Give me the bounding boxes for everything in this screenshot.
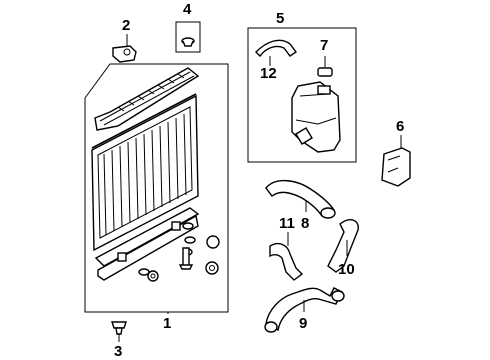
radiator-cap [181, 37, 195, 47]
callout-12: 12 [260, 65, 277, 82]
callout-6: 6 [396, 118, 404, 135]
callout-1: 1 [163, 315, 171, 332]
reservoir-tank [291, 81, 341, 153]
small-hose-11 [269, 242, 304, 281]
upper-radiator-hose [265, 180, 336, 219]
callout-9: 9 [299, 315, 307, 332]
reservoir-hose [255, 39, 298, 58]
callout-8: 8 [301, 215, 309, 232]
hose-10 [327, 219, 359, 273]
callout-2: 2 [122, 17, 130, 34]
callout-11: 11 [279, 215, 295, 232]
part-4-box [175, 21, 201, 53]
reservoir-cap [317, 67, 333, 77]
radiator-lower-tank [94, 207, 200, 281]
mounting-bracket [381, 147, 411, 187]
lower-radiator-hose [264, 287, 345, 333]
push-clip [111, 321, 127, 335]
radiator-core [91, 93, 199, 252]
radiator-small-parts [138, 222, 220, 282]
radiator-upper-tank [94, 67, 200, 131]
callout-3: 3 [114, 343, 122, 360]
callout-5: 5 [276, 10, 284, 27]
callout-10: 10 [338, 261, 355, 278]
reservoir-group-box [247, 27, 357, 163]
callout-7: 7 [320, 37, 328, 54]
radiator-assembly-frame [84, 63, 229, 313]
callout-4: 4 [183, 1, 192, 18]
bracket-clip [112, 45, 137, 63]
